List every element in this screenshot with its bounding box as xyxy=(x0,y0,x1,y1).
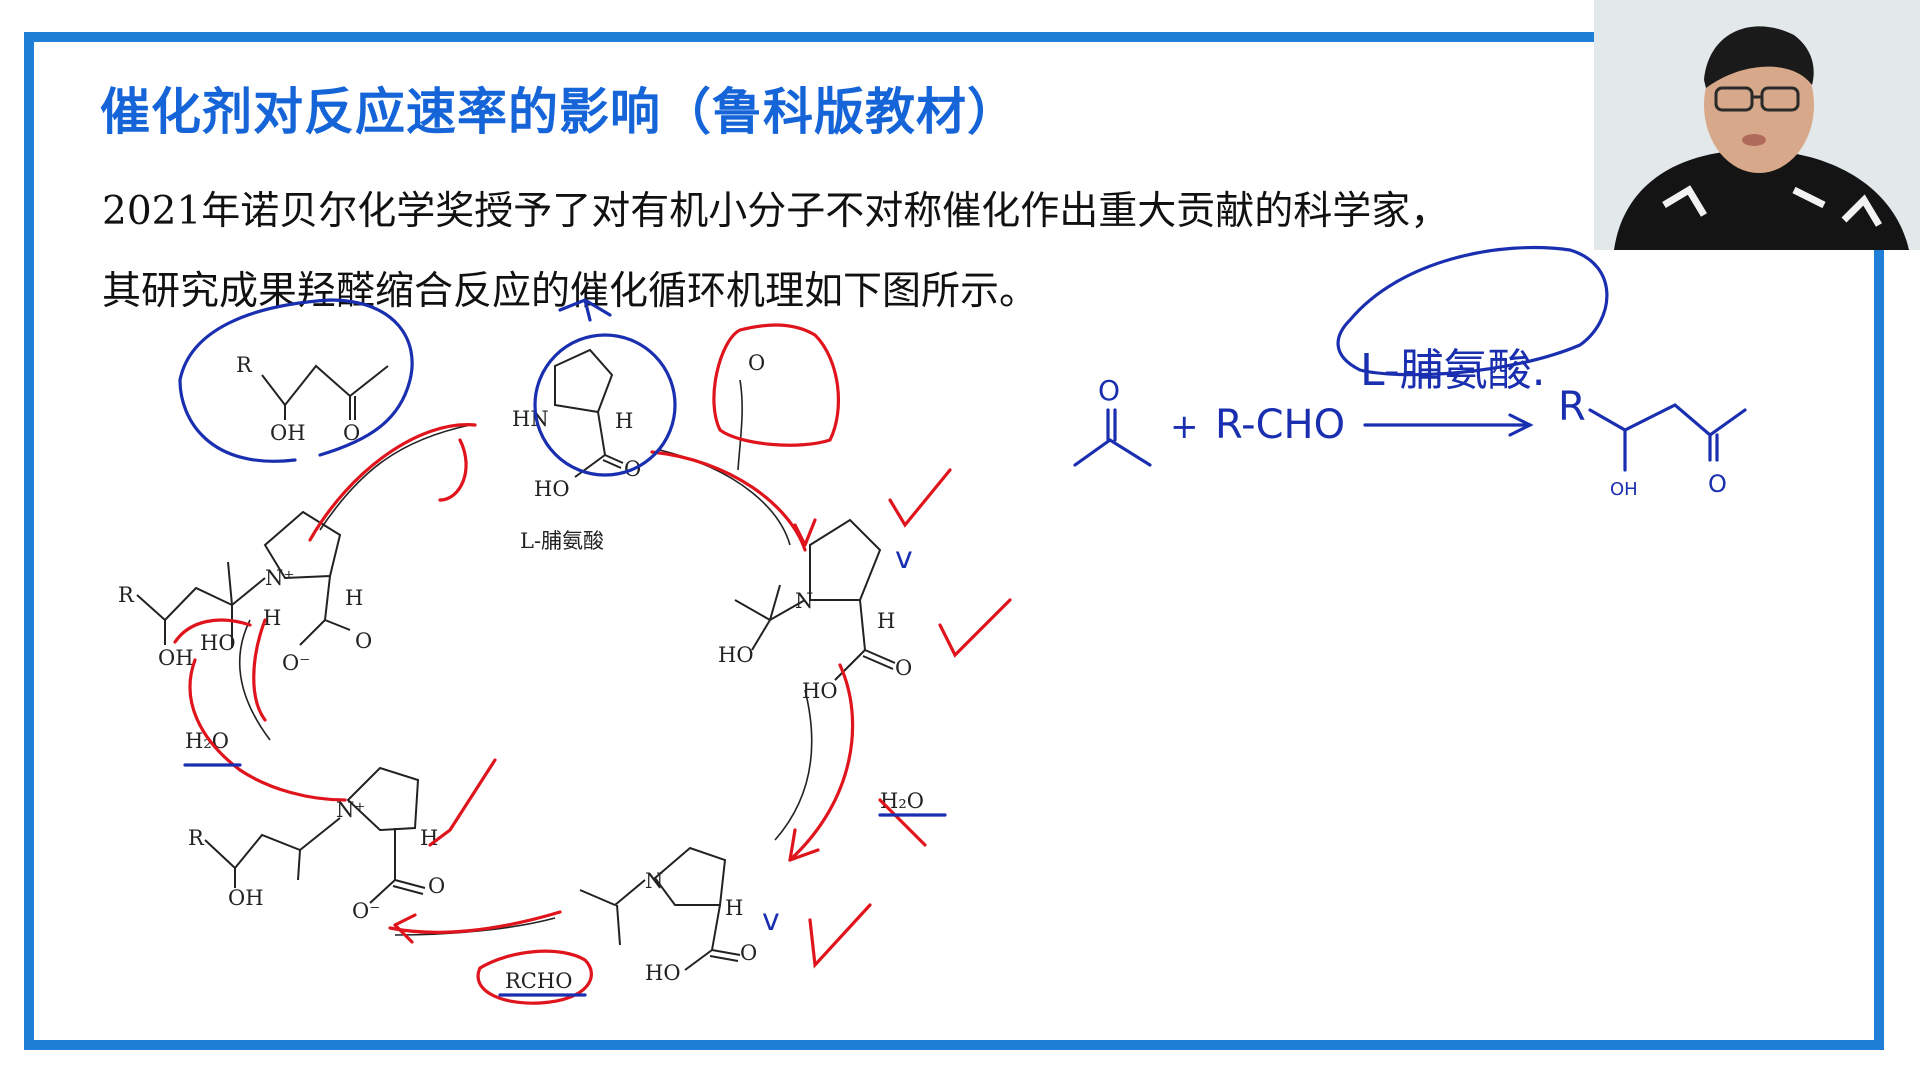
label-ho-enamine: HO xyxy=(645,961,681,985)
label-o-right: O xyxy=(895,656,912,680)
label-o-minus-bottom: O⁻ xyxy=(352,899,380,923)
label-ho-upper: HO xyxy=(200,631,236,655)
handwritten-product-o: O xyxy=(1708,470,1727,498)
label-r-upper: R xyxy=(118,583,135,607)
label-ho-proline: HO xyxy=(534,477,570,501)
label-h-bottom: H xyxy=(420,826,438,850)
aldol-product-structure xyxy=(261,364,389,420)
paragraph-line-1: 2021年诺贝尔化学奖授予了对有机小分子不对称催化作出重大贡献的科学家， xyxy=(102,189,1450,234)
label-h-upper-2: H xyxy=(345,586,363,610)
label-oh-upper: OH xyxy=(158,646,194,670)
slide-title: 催化剂对反应速率的影响（鲁科版教材） xyxy=(100,83,1018,141)
label-h2o-right: H₂O xyxy=(880,789,924,813)
label-o-product: O xyxy=(343,421,360,445)
slide-frame xyxy=(24,32,1884,1050)
label-n-plus-bottom: N⁺ xyxy=(336,798,365,822)
label-n-right: N xyxy=(795,589,813,613)
label-o-enamine: O xyxy=(740,941,757,965)
label-ho-right: HO xyxy=(718,643,754,667)
label-hn: HN xyxy=(512,407,549,431)
intermediate-right xyxy=(734,518,896,681)
label-oh-bottom: OH xyxy=(228,886,264,910)
label-oh-product: OH xyxy=(270,421,306,445)
label-h-proline: H xyxy=(615,409,633,433)
handwritten-product-r: R xyxy=(1558,384,1586,430)
l-proline-structure xyxy=(554,348,624,478)
label-h-right: H xyxy=(877,609,895,633)
label-rcho: RCHO xyxy=(505,969,572,993)
label-h-upper: H xyxy=(263,606,281,630)
label-o-bottom: O xyxy=(428,874,445,898)
handwritten-catalyst-note: L-脯氨酸. xyxy=(1360,345,1546,396)
handwritten-check-v-2: v xyxy=(762,903,780,938)
label-o-upper: O xyxy=(355,629,372,653)
label-ho-right-2: HO xyxy=(802,679,838,703)
handwritten-plus: + xyxy=(1170,407,1199,447)
label-n-enamine: N xyxy=(645,869,663,893)
handwritten-ketone-o: O xyxy=(1098,374,1120,407)
label-r-product: R xyxy=(236,353,253,377)
label-o-minus-upper: O⁻ xyxy=(282,651,310,675)
red-ink-annotations xyxy=(173,323,1012,1005)
label-o-acetone: O xyxy=(748,351,765,375)
intermediate-bottom-left xyxy=(204,766,426,904)
handwritten-reactant-rcho: R-CHO xyxy=(1215,402,1345,448)
presenter-webcam xyxy=(1594,0,1920,250)
enamine-structure xyxy=(579,846,741,971)
label-h2o-left: H₂O xyxy=(185,729,229,753)
handwritten-product-oh: OH xyxy=(1610,479,1638,500)
handwritten-check-v-1: v xyxy=(895,541,913,576)
catalyst-label: L-脯氨酸 xyxy=(520,529,604,553)
label-h-enamine: H xyxy=(725,896,743,920)
label-r-bottom: R xyxy=(188,826,205,850)
handwritten-text: L-脯氨酸. R-CHO + O R OH O v v xyxy=(762,345,1727,938)
intermediate-upper-left xyxy=(136,510,351,648)
label-n-plus-upper: N⁺ xyxy=(265,566,294,590)
blue-ink-annotations xyxy=(178,246,1747,997)
